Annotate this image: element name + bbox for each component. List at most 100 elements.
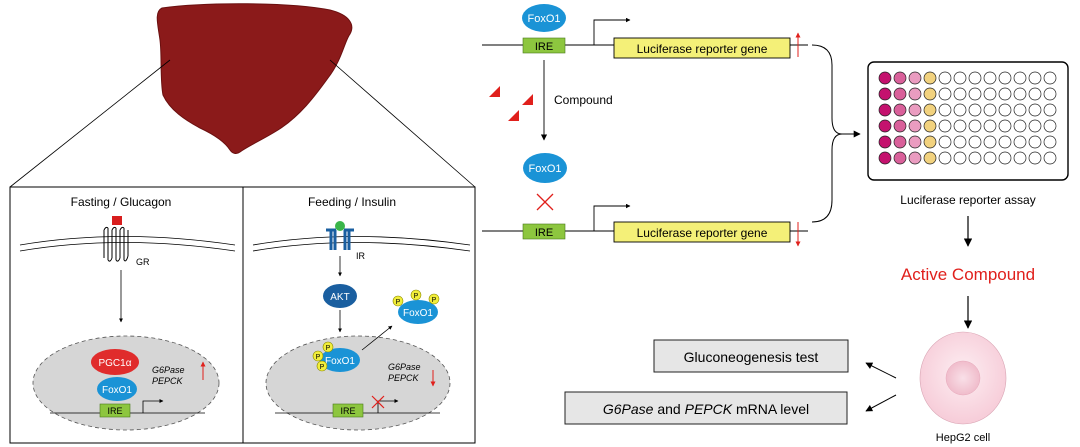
plate-well [893, 87, 907, 101]
plate-well [1013, 71, 1027, 85]
plate-well [1043, 71, 1057, 85]
mrna-tail: mRNA level [732, 401, 809, 417]
phospho-label: P [326, 345, 331, 352]
cell-to-mrna-arrow [865, 394, 897, 412]
plate-well [968, 103, 982, 117]
plate-well [923, 119, 937, 133]
pgc1a-label: PGC1α [98, 358, 131, 369]
plate-well [968, 119, 982, 133]
plate-well [923, 71, 937, 85]
active-compound-label: Active Compound [901, 265, 1035, 284]
plate-well [953, 119, 967, 133]
assay-bottom-reporter-label: Luciferase reporter gene [637, 226, 768, 240]
gluconeogenesis-box [653, 339, 849, 373]
phospho-label: P [396, 299, 401, 306]
phospho-label: P [320, 364, 325, 371]
feeding-ire-label: IRE [340, 406, 355, 416]
feeding-block-icon [371, 395, 385, 409]
plate-well [998, 135, 1012, 149]
assay-bottom-reporter-box [613, 221, 791, 243]
plate-well [1043, 103, 1057, 117]
hepg2-label: HepG2 cell [936, 432, 990, 444]
plate-well [893, 71, 907, 85]
plate-well [908, 119, 922, 133]
plate-well [953, 103, 967, 117]
plate-well [1043, 151, 1057, 165]
feeding-title: Feeding / Insulin [308, 195, 396, 209]
glucagon-ligand-icon [112, 216, 122, 225]
assay-bracket [811, 44, 843, 223]
plate-well [1043, 87, 1057, 101]
assay-top-foxo1-protein [522, 4, 566, 32]
plate-well [1028, 103, 1042, 117]
plate-well [938, 151, 952, 165]
pgc1a-protein [91, 349, 139, 375]
plate-well [923, 87, 937, 101]
plate-well [968, 135, 982, 149]
plate-well [923, 151, 937, 165]
assay-top-ire-box [522, 37, 566, 54]
feeding-ire-box [332, 403, 364, 418]
plate-well [968, 87, 982, 101]
assay-top-reporter-label: Luciferase reporter gene [637, 42, 768, 56]
assay-bottom-foxo1-label: FoxO1 [528, 163, 561, 175]
plate-well [878, 103, 892, 117]
phospho-badge [410, 289, 422, 301]
plate-well [983, 103, 997, 117]
plate-well [1013, 119, 1027, 133]
plate-well [908, 151, 922, 165]
plate-wells [878, 71, 1057, 165]
nuclear-export-arrow [361, 325, 393, 351]
exported-foxo1-protein [398, 300, 438, 324]
cell-to-gluconeogenesis-arrow [865, 362, 897, 379]
zoom-line-right [329, 59, 476, 188]
assay-top-foxo1-label: FoxO1 [527, 13, 560, 25]
plate-well [878, 119, 892, 133]
phospho-label: P [432, 297, 437, 304]
feeding-membrane-outer [252, 236, 471, 246]
plate-well [1013, 135, 1027, 149]
gr-receptor-loops [103, 226, 129, 262]
plate-well [878, 151, 892, 165]
plate-well [908, 103, 922, 117]
assay-bottom-ire-label: IRE [535, 227, 553, 239]
plate-well [938, 87, 952, 101]
plate-well [878, 87, 892, 101]
assay-top-ire-label: IRE [535, 41, 553, 53]
mrna-box [564, 391, 848, 425]
gr-receptor-icon [103, 228, 129, 260]
feeding-pepck: PEPCK [388, 373, 420, 383]
plate-well [953, 151, 967, 165]
plate-well [998, 119, 1012, 133]
plate-well [1028, 71, 1042, 85]
plate-well [1028, 151, 1042, 165]
feeding-membrane-inner [252, 242, 471, 252]
phospho-label: P [414, 293, 419, 300]
plate-well [908, 87, 922, 101]
plate-well [1013, 103, 1027, 117]
plate-well [983, 87, 997, 101]
plate-well [983, 119, 997, 133]
gluconeogenesis-label: Gluconeogenesis test [684, 349, 819, 365]
plate-well [938, 135, 952, 149]
plate-well [893, 119, 907, 133]
assay-top-transcription-arrow [593, 17, 631, 45]
plate-well [938, 119, 952, 133]
assay-bottom-transcription-arrow [593, 203, 631, 231]
fasting-ire-label: IRE [107, 406, 122, 416]
feeding-transcription-arrow [377, 399, 399, 413]
feeding-g6pase: G6Pase [388, 362, 421, 372]
assay-bottom-foxo1-protein [523, 153, 567, 183]
plate-well [1013, 151, 1027, 165]
binding-block-icon [536, 193, 554, 211]
plate-well [998, 151, 1012, 165]
plate-well [968, 71, 982, 85]
gr-label: GR [136, 257, 150, 267]
assay-top-reporter-box [613, 37, 791, 59]
plate-well [938, 71, 952, 85]
plate-well [893, 135, 907, 149]
assay-bottom-ire-box [522, 223, 566, 240]
plate-well [908, 135, 922, 149]
